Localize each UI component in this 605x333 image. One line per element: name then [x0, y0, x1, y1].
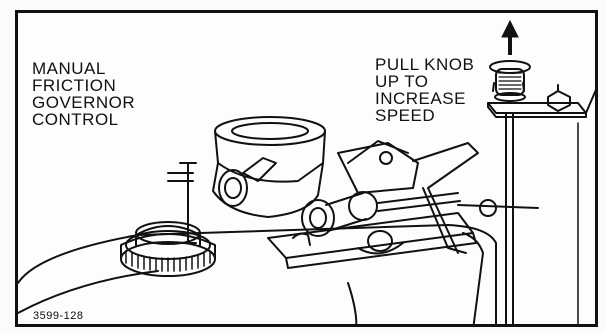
- carburetor: [168, 117, 325, 243]
- fuel-cap: [121, 222, 215, 276]
- up-arrow-icon: [502, 21, 518, 55]
- control-rod-assembly: [488, 61, 598, 327]
- figure-number: 3599-128: [33, 310, 84, 322]
- governor-linkage: [268, 141, 538, 327]
- governor-control-label: MANUAL FRICTION GOVERNOR CONTROL: [32, 60, 135, 128]
- figure-frame: MANUAL FRICTION GOVERNOR CONTROL PULL KN…: [15, 10, 598, 327]
- pull-knob-label: PULL KNOB UP TO INCREASE SPEED: [375, 56, 474, 124]
